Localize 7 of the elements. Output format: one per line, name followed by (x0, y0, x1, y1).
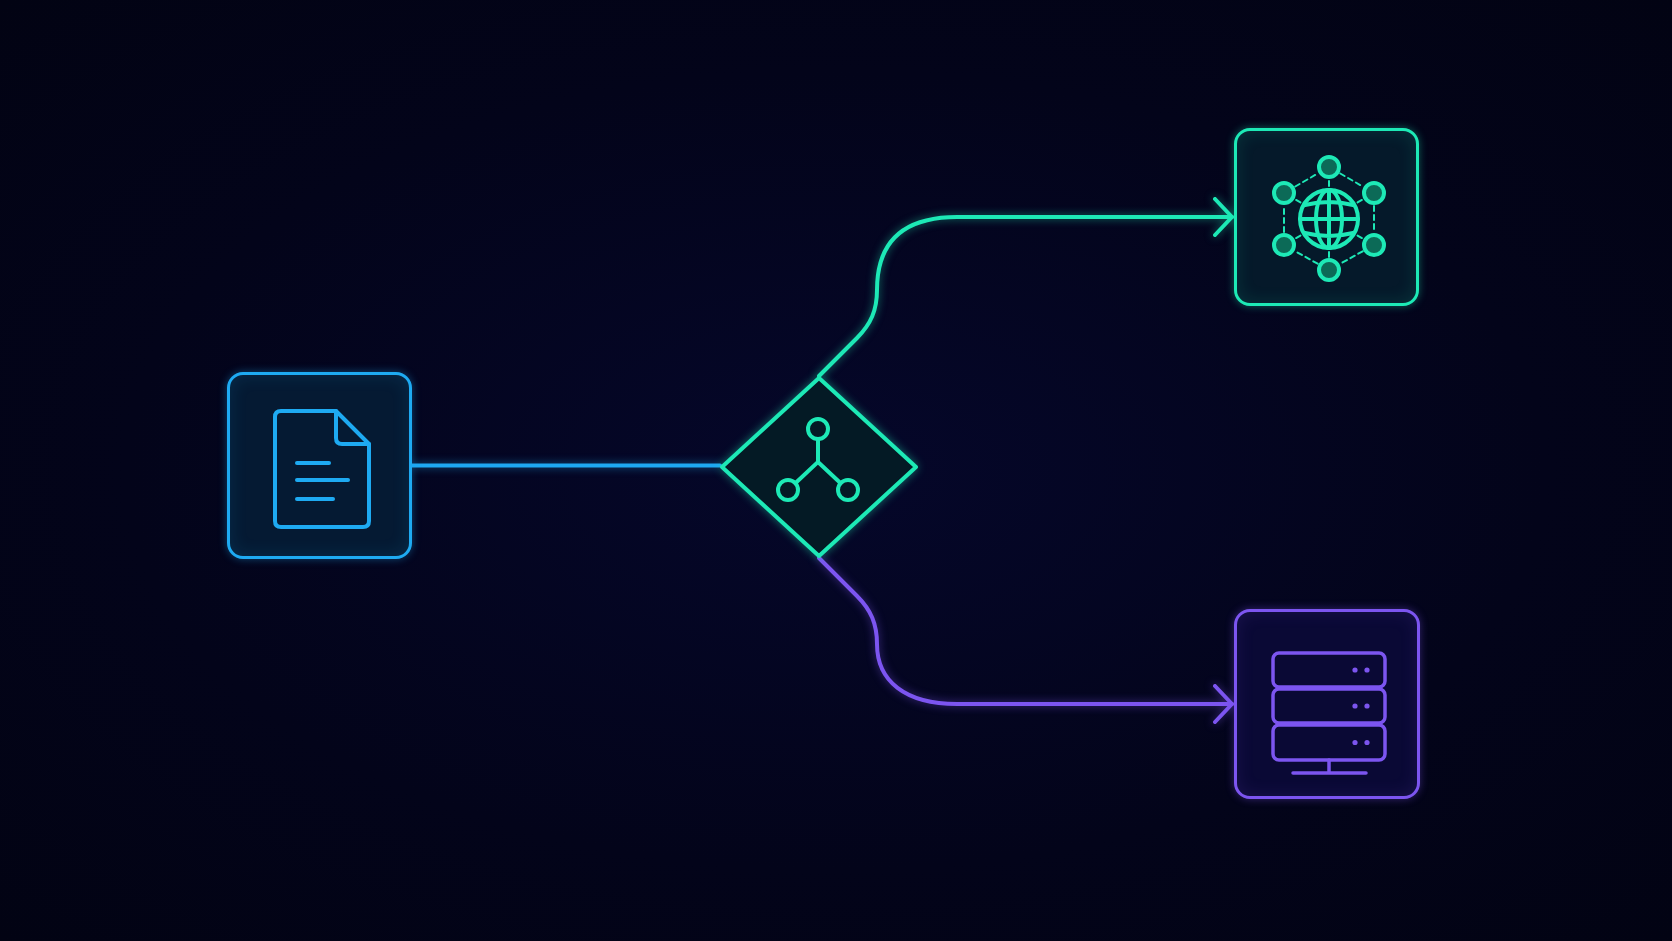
arrow (817, 556, 1234, 724)
split-diamond (720, 376, 918, 558)
network-tile (1234, 128, 1419, 306)
server-tile (1234, 609, 1420, 799)
connector-line (410, 463, 722, 468)
document-tile (227, 372, 412, 559)
arrow (817, 197, 1234, 378)
